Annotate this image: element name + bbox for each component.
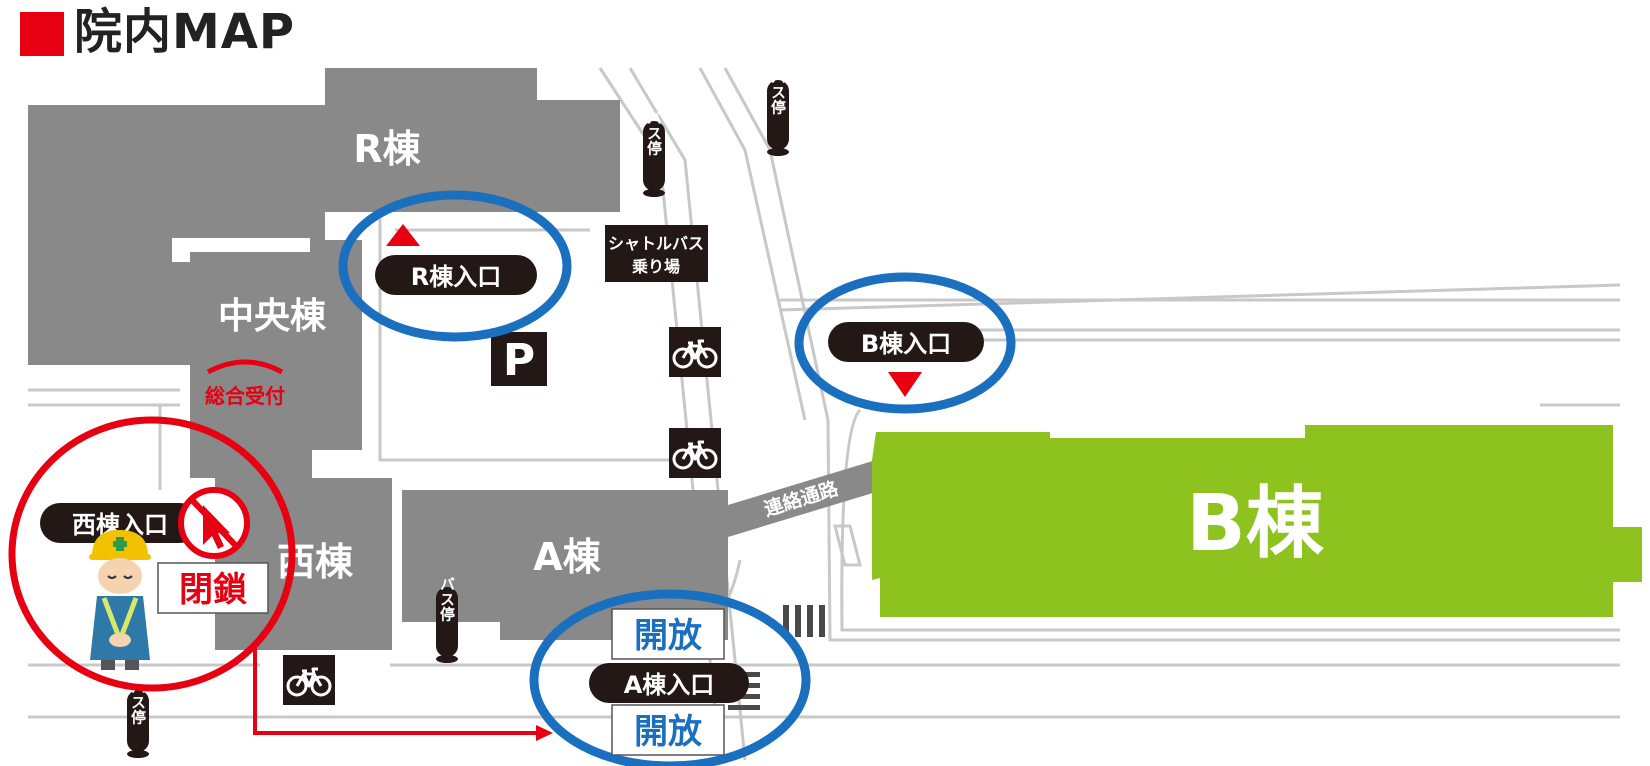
parking-icon[interactable]: P	[491, 332, 547, 386]
a-open-top-label: 開放	[611, 608, 725, 660]
building-r-label: R棟	[353, 127, 421, 171]
shuttle-label-line2: 乗り場	[632, 257, 680, 276]
svg-text:バス停: バス停	[645, 111, 663, 157]
building-b-label: B棟	[1186, 479, 1324, 569]
nishi-entrance-button[interactable]: 西棟入口	[40, 503, 200, 543]
bicycle-icon[interactable]	[667, 426, 723, 480]
a-entrance-button[interactable]: A棟入口	[589, 663, 749, 703]
a-entrance-highlight	[529, 589, 811, 766]
b-entrance-arrow	[888, 372, 922, 397]
building-chuo	[28, 238, 362, 478]
bus-stop-2[interactable]: バス停	[643, 111, 665, 198]
svg-text:P: P	[503, 335, 535, 386]
connecting-corridor	[728, 460, 876, 537]
route-arrow	[253, 648, 553, 741]
svg-text:開放: 開放	[634, 616, 702, 656]
closed-label: 閉鎖	[157, 562, 269, 614]
no-entry-icon	[178, 487, 250, 559]
bicycle-icon[interactable]	[281, 653, 337, 707]
reception-label: 総合受付	[205, 384, 285, 408]
building-chuo-label: 中央棟	[218, 296, 327, 337]
building-b	[872, 425, 1642, 617]
r-entrance-arrow	[386, 224, 420, 246]
bus-stop-1[interactable]: バス停	[767, 70, 789, 157]
shuttle-label-line1: シャトルバス	[608, 234, 704, 253]
title-marker	[20, 12, 64, 56]
nishi-entrance-closed-highlight	[8, 416, 296, 692]
svg-text:バス停: バス停	[769, 70, 787, 116]
building-r	[28, 68, 620, 262]
shuttle-bus-stop[interactable]: シャトルバス 乗り場	[605, 225, 708, 282]
bus-stop-3[interactable]: バス停	[436, 577, 458, 664]
b-entrance-highlight	[794, 272, 1016, 414]
r-entrance-button[interactable]: R棟入口	[375, 255, 537, 295]
building-a-label: A棟	[533, 535, 601, 579]
b-entrance-button[interactable]: B棟入口	[828, 322, 984, 362]
road-outlines	[28, 67, 1621, 761]
page-title: 院内MAP	[74, 4, 296, 60]
svg-text:開放: 開放	[634, 712, 702, 752]
bicycle-icon[interactable]	[667, 325, 723, 379]
svg-text:B棟入口: B棟入口	[861, 330, 951, 358]
svg-text:A棟入口: A棟入口	[624, 671, 715, 699]
building-a	[402, 490, 728, 640]
svg-text:閉鎖: 閉鎖	[179, 570, 247, 610]
staff-bowing-illustration	[89, 530, 151, 670]
svg-text:バス停: バス停	[438, 577, 456, 623]
reception-marker	[206, 359, 284, 375]
a-open-bottom-label: 開放	[611, 704, 725, 756]
svg-text:R棟入口: R棟入口	[411, 263, 501, 291]
r-entrance-highlight	[338, 190, 572, 342]
